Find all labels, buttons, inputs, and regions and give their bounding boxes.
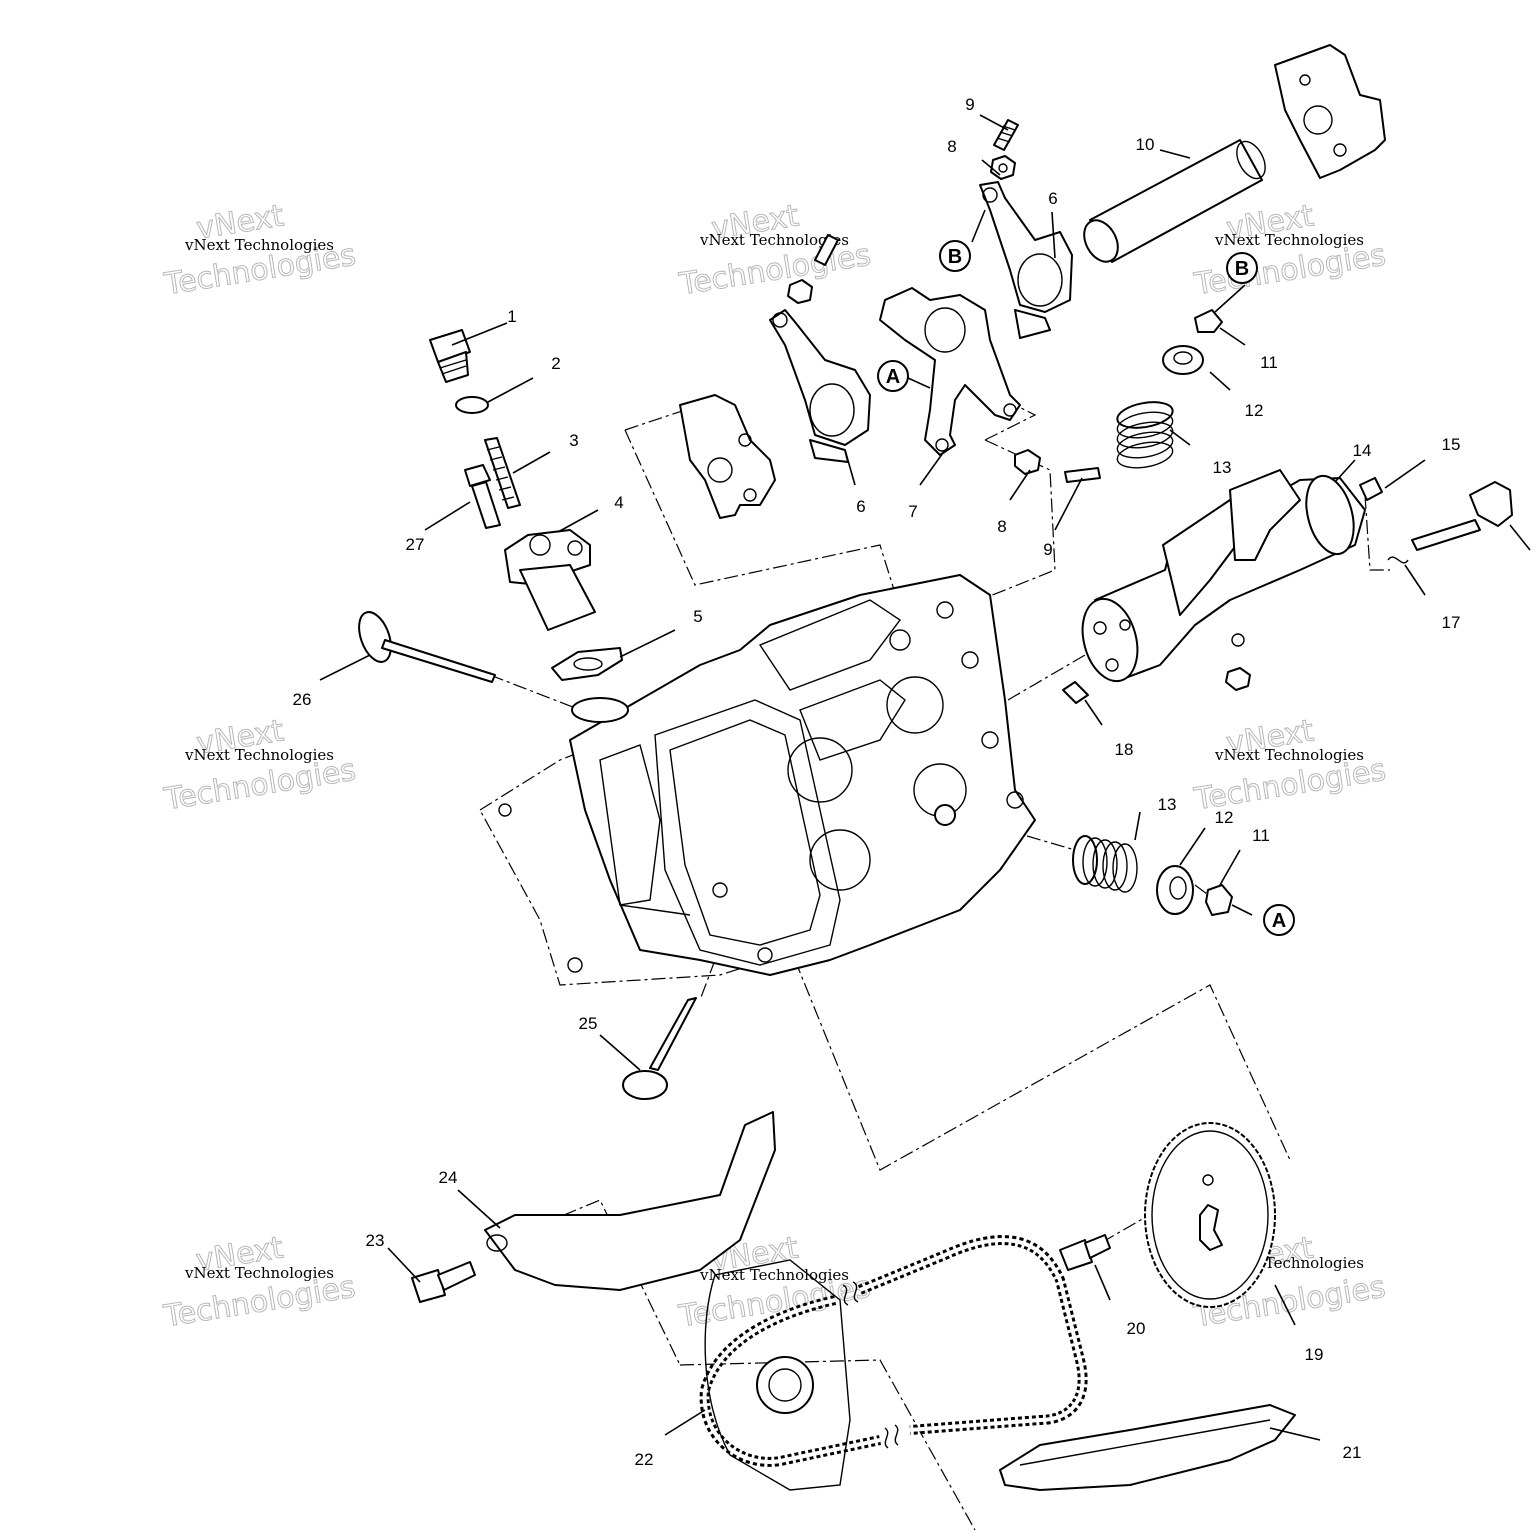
callout-18: 18 (1115, 740, 1134, 759)
watermark-text: vNext Technologies (1214, 231, 1364, 249)
spring-retainer-upper (1162, 345, 1204, 375)
callout-12-lower: 12 (1215, 808, 1234, 827)
callout-20: 20 (1127, 1319, 1146, 1338)
rocker-support-bracket-left (679, 394, 776, 519)
camshaft (1081, 469, 1366, 683)
rocker-support-bracket-right (1274, 44, 1386, 179)
valve-keeper-upper (1194, 309, 1223, 333)
cam-chain (699, 1235, 1088, 1467)
watermark-text: vNext Technologies (184, 1264, 334, 1282)
watermark-text: vNext Technologies (184, 236, 334, 254)
callout-25: 25 (579, 1014, 598, 1033)
callout-24: 24 (439, 1168, 458, 1187)
callout-27: 27 (406, 535, 425, 554)
rocker-arm-lower-left (769, 309, 871, 463)
tensioner-gasket (551, 647, 623, 681)
cylinder-head (479, 574, 1036, 986)
reference-label: A (886, 366, 900, 388)
callout-13-lower: 13 (1158, 795, 1177, 814)
valve-spring-upper (1116, 401, 1174, 469)
callout-2: 2 (551, 354, 560, 373)
callout-6-upper: 6 (1048, 189, 1057, 208)
callout-labels: 1 2 3 4 5 6 6 7 8 8 9 9 10 11 11 12 12 1… (293, 95, 1461, 1469)
watermark-mid-left: vNext Technologies vNext Technologies (161, 713, 359, 818)
callout-11-upper: 11 (1260, 353, 1278, 372)
reference-marker-b-top: B (939, 240, 971, 272)
callout-23: 23 (366, 1231, 385, 1250)
callout-7: 7 (908, 502, 917, 521)
tensioner-plug (429, 329, 471, 383)
locknut-mid (787, 279, 813, 304)
camshaft-pin (1359, 477, 1383, 501)
callout-4: 4 (614, 493, 623, 512)
callout-9-lower: 9 (1043, 540, 1052, 559)
locknut-upper (990, 155, 1016, 180)
watermark-mid-right: vNext Technologies vNext Technologies (1191, 713, 1389, 818)
reference-marker-a-bottom: A (1263, 904, 1295, 936)
callout-26: 26 (293, 690, 312, 709)
spring-retainer-lower (1156, 865, 1194, 915)
adjuster-screw-lower (1064, 467, 1101, 483)
watermark-text: vNext Technologies (184, 746, 334, 764)
cam-sprocket (1144, 1122, 1276, 1308)
reference-marker-b-right: B (1226, 252, 1258, 284)
leader-lines (319, 114, 1531, 1441)
callout-13-upper: 13 (1213, 458, 1232, 477)
decompression-spring (1387, 556, 1409, 564)
intake-valve (622, 997, 697, 1100)
callout-19: 19 (1305, 1345, 1324, 1364)
valve-spring-lower (1072, 835, 1138, 893)
cam-chain-tensioner (504, 529, 596, 631)
watermark-text: vNext Technologies (699, 231, 849, 249)
valve-keeper-lower (1205, 884, 1233, 916)
callout-6-lower: 6 (856, 497, 865, 516)
tensioner-spring (484, 437, 521, 509)
callout-3: 3 (569, 431, 578, 450)
watermark-text: vNext Technologies (699, 1266, 849, 1284)
reference-label: B (948, 246, 962, 268)
watermark-text: vNext Technologies (1214, 746, 1364, 764)
callout-11-lower: 11 (1252, 826, 1270, 845)
watermark-bottom-left: vNext Technologies vNext Technologies (160, 1230, 358, 1335)
callout-1: 1 (507, 307, 516, 326)
sealing-washer (455, 396, 489, 414)
watermark-top-left: vNext Technologies vNext Technologies (161, 198, 359, 303)
tensioner-bolt (464, 464, 501, 529)
camshaft-cap (1225, 667, 1251, 691)
callout-8-upper: 8 (947, 137, 956, 156)
callout-17: 17 (1442, 613, 1461, 632)
sprocket-bolt (1059, 1234, 1111, 1271)
chain-guide-front (999, 1404, 1296, 1491)
adjuster-screw-mid (814, 234, 839, 266)
callout-10: 10 (1136, 135, 1155, 154)
callout-5: 5 (693, 607, 702, 626)
reference-label: B (1235, 258, 1249, 280)
rocker-arm-intake (879, 287, 1021, 456)
crank-sprocket (704, 1259, 851, 1491)
decompression-shaft (1411, 481, 1513, 551)
guide-pivot-bolt (411, 1261, 476, 1303)
callout-21: 21 (1343, 1443, 1362, 1462)
dowel-pin (1062, 681, 1089, 704)
callout-14: 14 (1353, 441, 1372, 460)
callout-12-upper: 12 (1245, 401, 1264, 420)
callout-9-upper: 9 (965, 95, 974, 114)
callout-22: 22 (635, 1450, 654, 1469)
locknut-lower (1014, 449, 1041, 475)
reference-marker-a-top: A (877, 360, 909, 392)
rocker-shaft (1083, 139, 1266, 263)
watermark-top-center: vNext Technologies vNext Technologies (676, 198, 874, 303)
callout-15: 15 (1442, 435, 1461, 454)
exhaust-valve (358, 611, 496, 683)
rocker-arm-upper (979, 181, 1073, 339)
callout-8-lower: 8 (997, 517, 1006, 536)
chain-guide-rear (484, 1111, 776, 1291)
reference-label: A (1272, 910, 1286, 932)
